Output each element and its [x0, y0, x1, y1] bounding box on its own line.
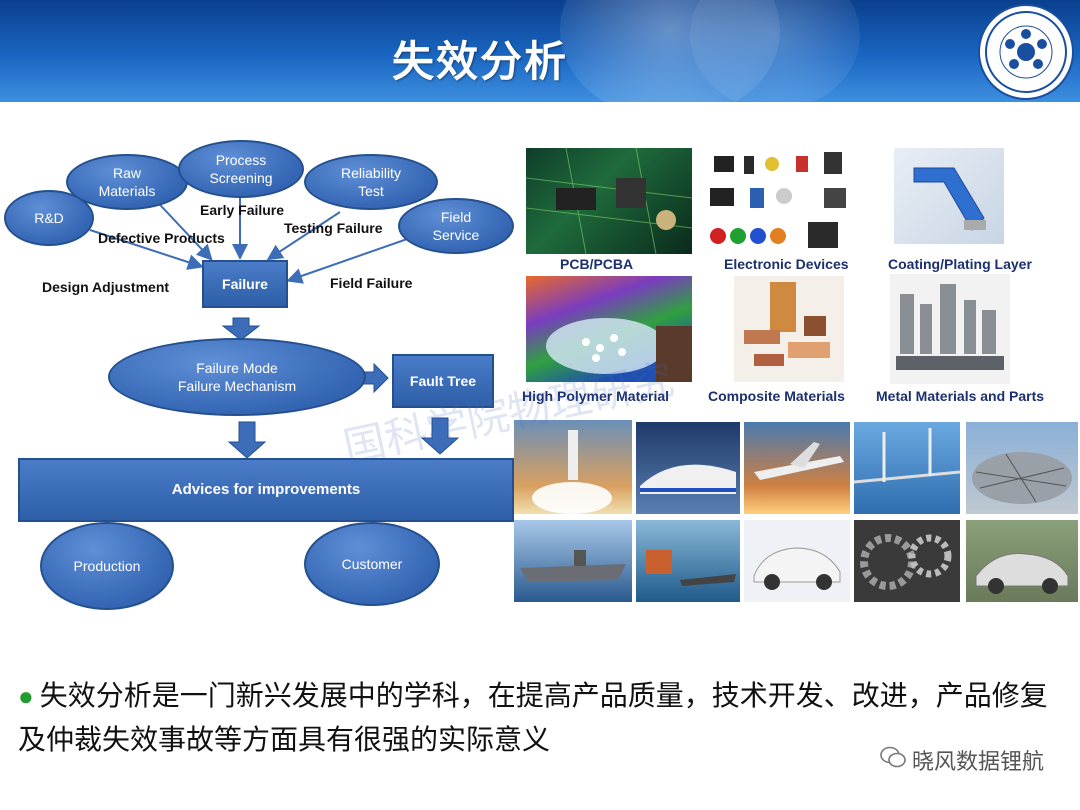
header-banner	[0, 0, 1080, 102]
gears-photo	[854, 520, 960, 602]
stadium-photo	[966, 422, 1078, 514]
pcb-photo	[526, 148, 692, 254]
caption-composite: Composite Materials	[708, 388, 845, 404]
label-defective-products: Defective Products	[98, 230, 225, 246]
application-photo-grid: PCB/PCBA Electronic Devices Coating/Plat…	[514, 146, 1080, 606]
node-process-screening: Process Screening	[178, 140, 304, 198]
caption-polymer: High Polymer Material	[522, 388, 670, 404]
node-fault-tree: Fault Tree	[392, 354, 494, 408]
metal-parts-photo	[890, 274, 1010, 384]
bullet-train-photo	[636, 422, 740, 514]
bullet-dot-icon: ●	[18, 681, 34, 711]
space-shuttle-photo	[514, 420, 632, 514]
diagram-connectors	[89, 191, 460, 459]
caption-coating: Coating/Plating Layer	[888, 256, 1032, 272]
coating-layer-photo	[894, 148, 1004, 244]
node-failure: Failure	[202, 260, 288, 308]
bullet-text: 失效分析是一门新兴发展中的学科，在提高产品质量，技术开发、改进，产品修复及仲裁失…	[18, 680, 1048, 755]
source-label: 晓风数据锂航	[911, 749, 1044, 774]
wechat-icon	[880, 746, 906, 774]
caption-metal: Metal Materials and Parts	[876, 388, 1045, 404]
node-customer: Customer	[304, 522, 440, 606]
electronic-devices-photo	[704, 148, 864, 254]
node-reliability-test: Reliability Test	[304, 154, 438, 210]
node-production: Production	[40, 522, 174, 610]
label-field-failure: Field Failure	[330, 275, 413, 291]
polymer-material-photo	[526, 276, 692, 382]
airplane-photo	[744, 422, 850, 514]
summary-bullet: ●失效分析是一门新兴发展中的学科，在提高产品质量，技术开发、改进，产品修复及仲裁…	[18, 674, 1068, 762]
node-raw-materials: Raw Materials	[66, 154, 188, 210]
academy-logo-icon	[978, 4, 1074, 100]
failure-analysis-flow-diagram: R&D Raw Materials Process Screening Reli…	[0, 130, 520, 620]
node-field-service: Field Service	[398, 198, 514, 254]
node-failure-mode-mechanism: Failure Mode Failure Mechanism	[108, 338, 366, 416]
oil-platform-photo	[636, 520, 740, 602]
caption-pcb: PCB/PCBA	[560, 256, 634, 272]
label-early-failure: Early Failure	[200, 202, 285, 218]
crashed-car-photo	[966, 520, 1078, 602]
aircraft-carrier-photo	[514, 520, 632, 602]
caption-electronic: Electronic Devices	[724, 256, 849, 272]
composite-materials-photo	[734, 276, 844, 382]
label-testing-failure: Testing Failure	[284, 220, 383, 236]
car-photo	[744, 520, 850, 602]
node-advices-for-improvements: Advices for improvements	[18, 458, 514, 522]
bridge-photo	[854, 422, 960, 514]
label-design-adjustment: Design Adjustment	[42, 279, 170, 295]
page-title: 失效分析	[391, 38, 568, 85]
source-watermark: 晓风数据锂航	[880, 744, 1044, 776]
